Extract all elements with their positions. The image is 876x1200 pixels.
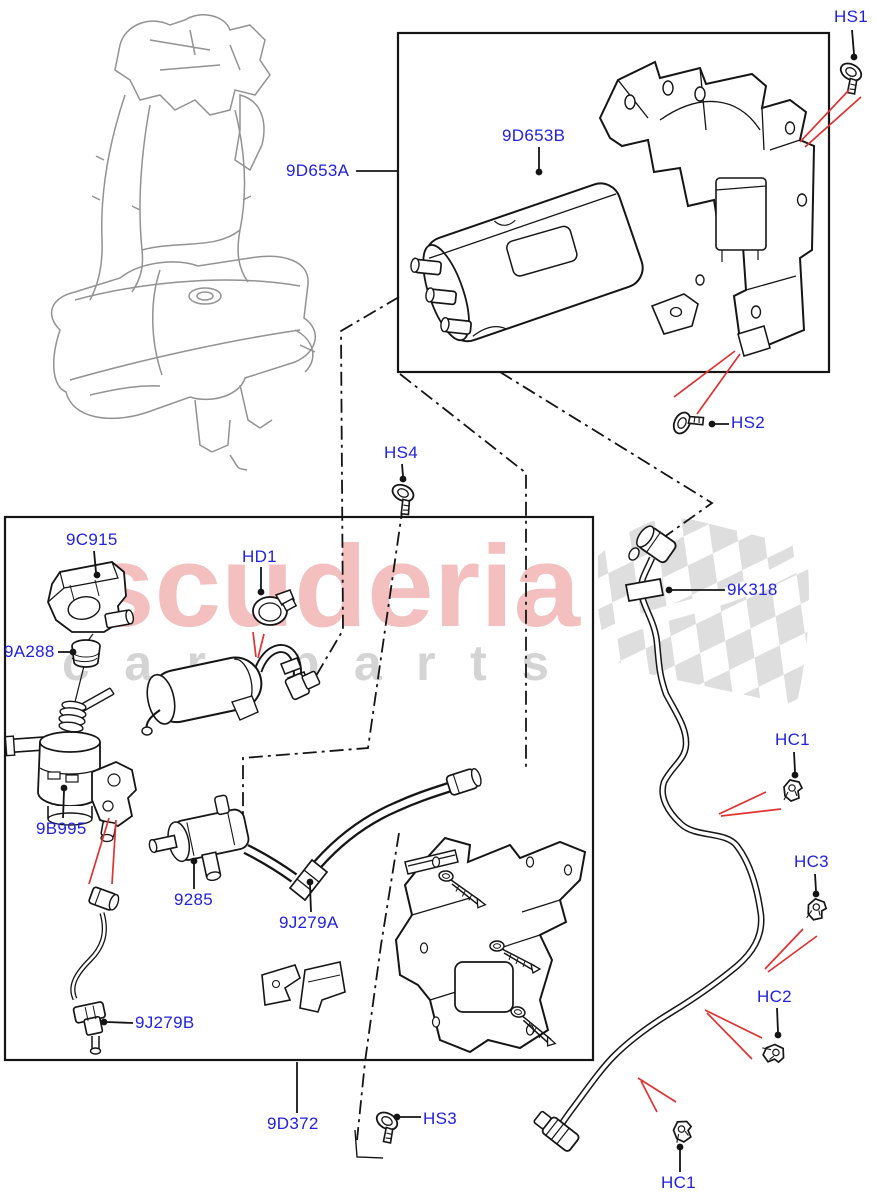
- clip-hc1-upper: [783, 779, 803, 802]
- purge-filter: [141, 649, 321, 736]
- fuel-line-9j279b: [73, 886, 120, 1055]
- clip-hc3: [805, 897, 829, 923]
- callout-hc1-lower: HC1: [661, 1173, 696, 1192]
- callout-9285: 9285: [174, 890, 214, 909]
- callout-hc1-upper: HC1: [775, 730, 810, 749]
- screw-hs4: [381, 476, 425, 519]
- grommet-9a288: [71, 639, 101, 668]
- callout-9c915: 9C915: [66, 530, 118, 549]
- screw-hs3: [365, 1104, 408, 1147]
- vehicle-reference-sketch: [50, 14, 316, 471]
- callout-hs1: HS1: [834, 7, 868, 26]
- callout-hs4: HS4: [384, 443, 418, 462]
- callout-9d653a: 9D653A: [286, 161, 350, 180]
- callout-hs3: HS3: [423, 1109, 457, 1128]
- callout-9j279a: 9J279A: [279, 913, 339, 932]
- callout-hd1: HD1: [242, 547, 277, 566]
- watermark-brand: scuderia: [88, 521, 582, 651]
- canister-bracket: [598, 60, 816, 357]
- callout-9k318: 9K318: [727, 580, 778, 599]
- small-brackets: [261, 961, 346, 1013]
- callout-9d372: 9D372: [267, 1114, 319, 1133]
- callout-hs2: HS2: [731, 413, 765, 432]
- leader-lines: [58, 29, 855, 1172]
- callout-hc2: HC2: [757, 987, 792, 1006]
- hose-clamp-hd1: [252, 589, 298, 626]
- screw-hs1: [829, 55, 872, 98]
- mounting-bracket-9d372: [394, 836, 587, 1054]
- clip-hc1-lower: [670, 1117, 696, 1145]
- vapor-tube-9k318: [533, 525, 762, 1152]
- pump-9b995: [4, 687, 137, 843]
- bracket-corner-hint: [354, 1129, 384, 1159]
- callout-hc3: HC3: [794, 852, 829, 871]
- projection-lines: [242, 296, 714, 1141]
- callout-9a288: 9A288: [4, 642, 55, 661]
- valve-9285: [148, 794, 250, 882]
- pointer-arrows: [88, 89, 862, 1113]
- callout-9j279b: 9J279B: [135, 1013, 195, 1032]
- clip-hc2: [760, 1041, 788, 1067]
- leader-dots: [60, 53, 858, 1151]
- evap-canister: [410, 182, 699, 343]
- canister-detail-box: [396, 31, 831, 374]
- callout-9d653b: 9D653B: [502, 126, 566, 145]
- purge-valve-detail-box: [3, 515, 595, 1062]
- checkered-flag: [598, 518, 810, 706]
- callout-9b995: 9B995: [36, 819, 87, 838]
